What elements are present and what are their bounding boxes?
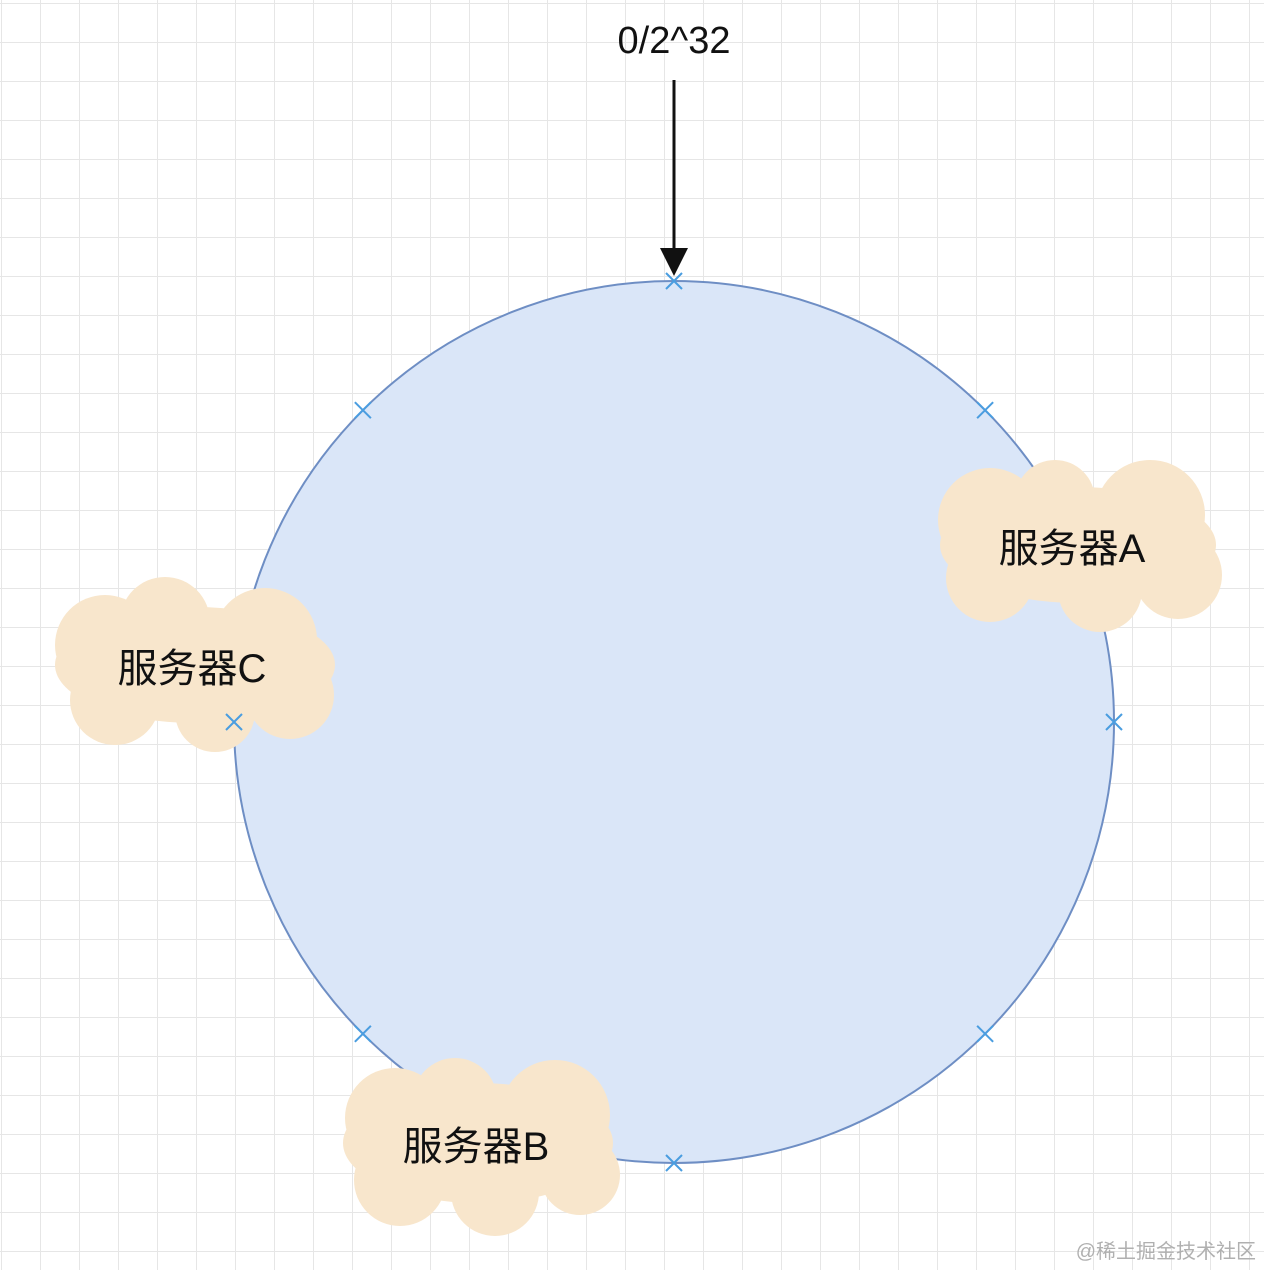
ring-markers	[225, 272, 1123, 1172]
ring-marker	[225, 713, 243, 731]
server-c-label: 服务器C	[117, 647, 267, 691]
ring-marker	[665, 272, 683, 290]
server-b-cloud	[343, 1058, 620, 1236]
ring-origin-label: 0/2^32	[617, 20, 731, 62]
ring-marker	[665, 1154, 683, 1172]
origin-arrowhead	[660, 248, 688, 276]
server-c-cloud	[55, 577, 335, 752]
ring-marker	[354, 401, 372, 419]
ring-marker	[976, 401, 994, 419]
ring-marker	[976, 1025, 994, 1043]
server-b-label: 服务器B	[402, 1125, 550, 1169]
ring-marker	[1105, 713, 1123, 731]
ring-marker	[354, 1025, 372, 1043]
server-a-label: 服务器A	[998, 527, 1146, 571]
server-a-cloud	[938, 460, 1222, 632]
watermark: @稀土掘金技术社区	[1075, 1241, 1256, 1263]
